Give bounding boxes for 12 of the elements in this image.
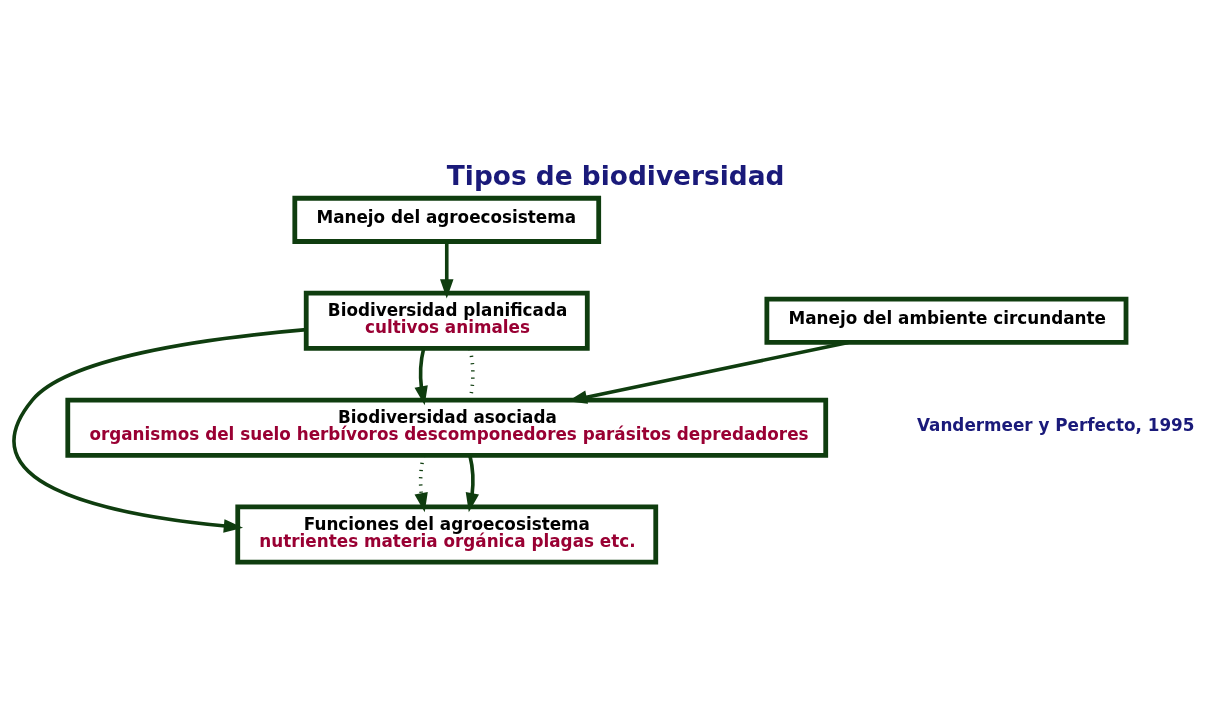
node-box: Funciones del agroecosistema nutrientes materia orgánica plagas etc. — [235, 504, 659, 565]
label: Vandermeer y Perfecto, 1995 — [917, 414, 1195, 435]
diagram-title: Tipos de biodiversidad — [446, 159, 785, 191]
arrow — [440, 241, 454, 299]
arrow — [465, 455, 479, 513]
arrow — [12, 327, 307, 533]
node-box: Manejo del ambiente circundante — [764, 296, 1129, 345]
node-box: Biodiversidad planificada cultivos animales — [303, 290, 590, 351]
arrow — [414, 455, 428, 513]
node-box: Biodiversidad asociada organismos del suelo herbívoros descomponedores parásitos depredadores — [65, 397, 829, 458]
arrow — [414, 348, 428, 406]
node-box: Manejo del agroecosistema — [292, 195, 602, 244]
